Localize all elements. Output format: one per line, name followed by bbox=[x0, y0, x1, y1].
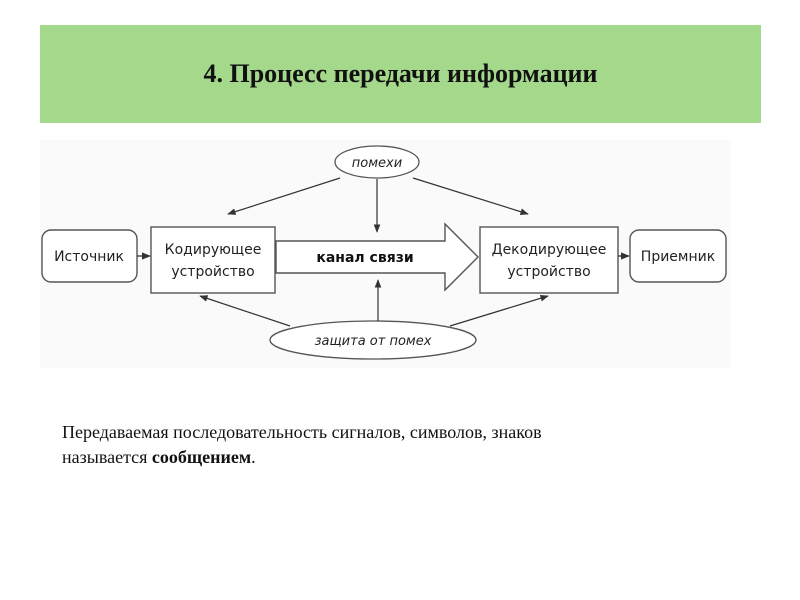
receiver-box bbox=[629, 229, 727, 283]
encoder-label-line2: устройство bbox=[171, 264, 254, 280]
caption-line-1: Передаваемая последовательность сигналов… bbox=[62, 422, 542, 442]
source-label: Источник bbox=[54, 249, 124, 265]
caption-line-2: называется сообщением. bbox=[62, 445, 752, 470]
decoder-label-line1: Декодирующее bbox=[492, 242, 607, 258]
decoder-box bbox=[479, 226, 619, 294]
receiver-label: Приемник bbox=[641, 249, 715, 265]
title-band: 4. Процесс передачи информации bbox=[40, 25, 761, 123]
caption-line-2-prefix: называется bbox=[62, 447, 152, 467]
arrow-protection-to-encoder bbox=[199, 295, 291, 327]
caption-line-2-suffix: . bbox=[251, 447, 256, 467]
channel-label: канал связи bbox=[316, 250, 413, 266]
noise-ellipse bbox=[334, 145, 420, 179]
decoder-label-line2: устройство bbox=[507, 264, 590, 280]
caption-text: Передаваемая последовательность сигналов… bbox=[62, 420, 752, 470]
arrow-noise-to-encoder bbox=[227, 177, 341, 215]
channel-arrow bbox=[275, 222, 479, 292]
caption-term: сообщением bbox=[151, 447, 252, 467]
arrow-protection-to-decoder bbox=[449, 295, 549, 327]
slide-title: 4. Процесс передачи информации bbox=[203, 59, 598, 88]
arrow-noise-to-decoder bbox=[412, 177, 529, 215]
encoder-label-line1: Кодирующее bbox=[165, 242, 262, 258]
protection-ellipse bbox=[269, 320, 477, 360]
noise-label: помехи bbox=[352, 156, 402, 171]
protection-label: защита от помех bbox=[315, 334, 432, 349]
encoder-box bbox=[150, 226, 276, 294]
